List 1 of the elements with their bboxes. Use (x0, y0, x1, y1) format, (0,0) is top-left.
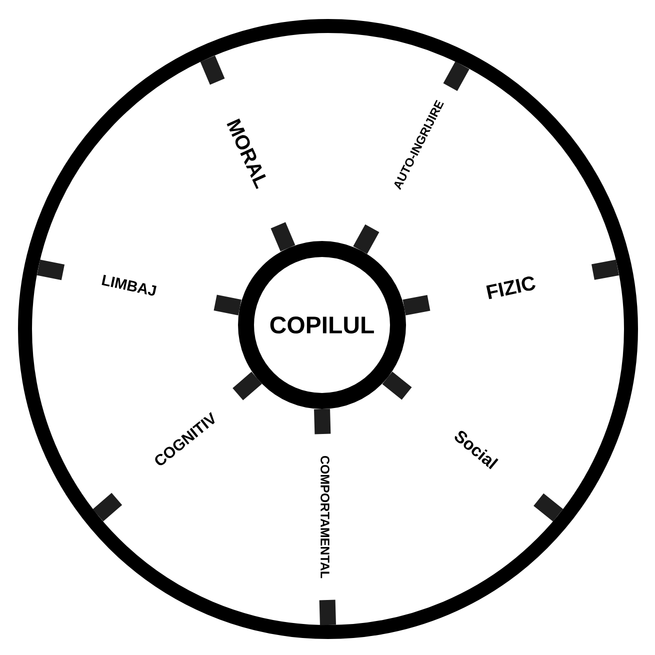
wheel-rim (18, 19, 638, 639)
